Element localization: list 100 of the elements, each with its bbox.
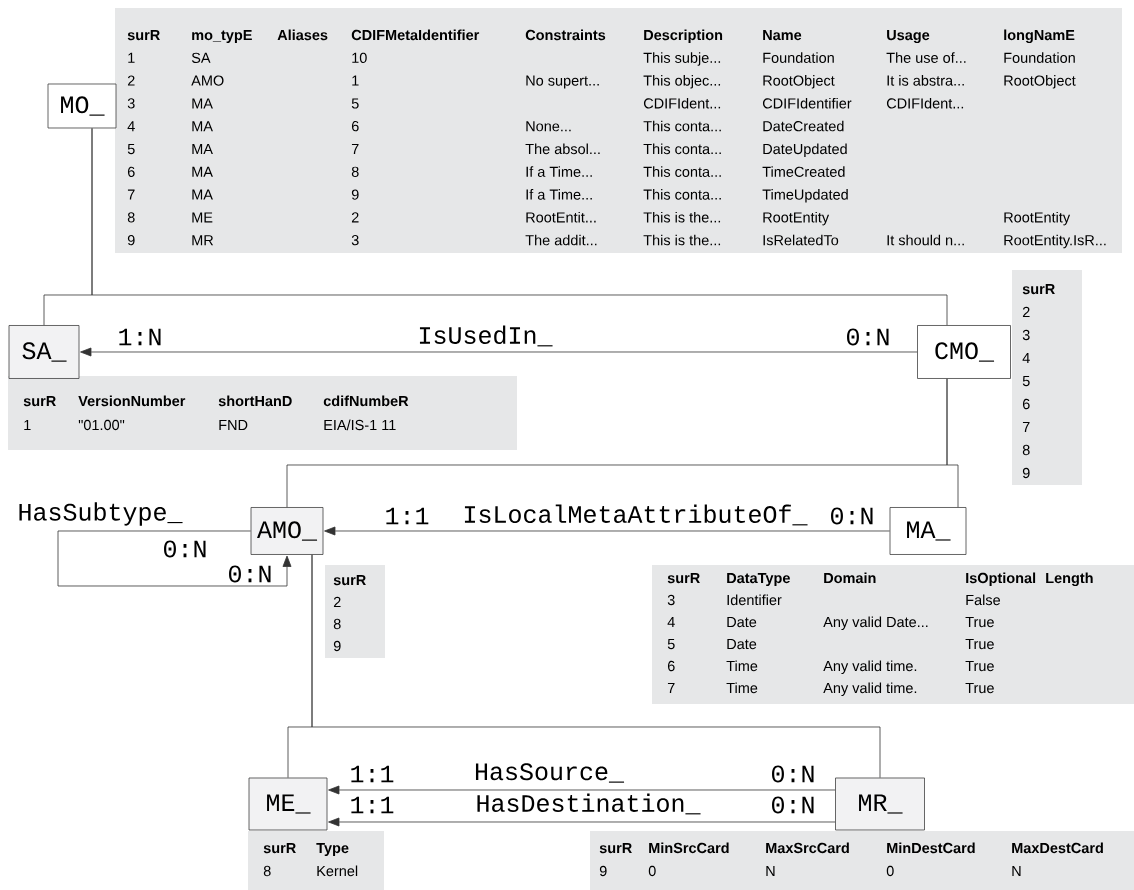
table-entry: 2 bbox=[127, 75, 135, 86]
entity-box: AMO_ bbox=[250, 507, 324, 555]
cardinality-label: 0:N bbox=[229, 565, 271, 583]
cardinality-label: 0:N bbox=[831, 507, 873, 525]
table-entry: 2 bbox=[333, 596, 341, 607]
table-entry: 4 bbox=[127, 121, 135, 132]
table-entry: 5 bbox=[667, 639, 675, 650]
table-entry: This conta... bbox=[643, 120, 721, 132]
relationship-arrow bbox=[80, 347, 918, 357]
table-entry: FND bbox=[219, 420, 248, 430]
column-header: Aliases bbox=[277, 29, 328, 41]
table-entry: Time bbox=[726, 660, 758, 672]
table-entry: EIA/IS-1 11 bbox=[324, 419, 396, 431]
table-entry: 8 bbox=[263, 865, 271, 877]
table-entry: 4 bbox=[667, 617, 675, 627]
table-entry: 8 bbox=[127, 212, 135, 223]
column-header: Usage bbox=[887, 30, 930, 44]
cardinality-label: 0:N bbox=[847, 328, 889, 346]
cardinality-label: 0:N bbox=[772, 765, 814, 783]
cardinality-label: 0:N bbox=[772, 796, 814, 814]
table-entry: Date bbox=[727, 639, 757, 650]
table-entry: Any valid time. bbox=[823, 660, 917, 674]
table-entry: None... bbox=[526, 121, 571, 132]
table-entry: 8 bbox=[333, 618, 341, 630]
table-entry: TimeCreated bbox=[762, 166, 845, 177]
table-entry: Foundation bbox=[763, 52, 834, 63]
column-header: surR bbox=[1022, 284, 1055, 295]
table-entry: Date bbox=[727, 617, 757, 628]
column-header: MaxDestCard bbox=[1012, 842, 1103, 854]
column-header: MinSrcCard bbox=[649, 842, 729, 854]
table-entry: 3 bbox=[667, 594, 675, 606]
table-entry: RootEntity bbox=[1004, 211, 1071, 226]
entity-box: MA_ bbox=[889, 507, 967, 555]
entity-box: MR_ bbox=[835, 777, 925, 831]
relationship-arrow bbox=[328, 785, 836, 795]
column-header: VersionNumber bbox=[78, 395, 186, 407]
table-entry: 7 bbox=[1022, 422, 1030, 432]
table-entry: This conta... bbox=[643, 189, 721, 200]
table-entry: No supert... bbox=[526, 75, 599, 89]
table-entry: SA bbox=[191, 52, 211, 63]
table-entry: The absol... bbox=[525, 143, 600, 155]
table-entry: 9 bbox=[351, 189, 359, 200]
table-entry: MA bbox=[192, 98, 213, 109]
table-entry: True bbox=[965, 683, 994, 694]
table-entry: 7 bbox=[351, 144, 359, 154]
relationship-arrow bbox=[57, 530, 292, 587]
table-entry: AMO bbox=[191, 75, 224, 86]
table-entry: CDIFIdentifier bbox=[762, 97, 852, 109]
table-entry: MR bbox=[192, 235, 214, 246]
table-entry: Foundation bbox=[1004, 52, 1075, 63]
table-entry: This objec... bbox=[643, 75, 721, 89]
table-entry: 5 bbox=[351, 98, 359, 109]
column-header: Name bbox=[763, 30, 802, 41]
table-entry: This is the... bbox=[643, 234, 721, 246]
table-entry: This conta... bbox=[643, 166, 721, 177]
column-header: MinDestCard bbox=[887, 842, 975, 854]
table-entry: CDIFIdent... bbox=[886, 97, 964, 109]
table-entry: This subje... bbox=[643, 52, 721, 66]
table-entry: 9 bbox=[599, 865, 607, 877]
table-entry: 9 bbox=[333, 640, 341, 652]
cardinality-label: 1:1 bbox=[386, 507, 429, 525]
column-header: DataType bbox=[727, 573, 790, 586]
column-header: longNamE bbox=[1004, 29, 1075, 44]
connector-line bbox=[946, 378, 959, 508]
table-entry: Time bbox=[726, 682, 758, 694]
table-entry: 1 bbox=[128, 52, 135, 63]
table-entry: This is the... bbox=[643, 211, 721, 223]
table-entry: RootEntit... bbox=[526, 211, 596, 223]
table-entry: 1 bbox=[24, 420, 31, 430]
table-entry: 7 bbox=[667, 683, 675, 693]
table-entry: N bbox=[1012, 866, 1021, 876]
table-entry: IsRelatedTo bbox=[763, 234, 839, 246]
table-entry: False bbox=[966, 594, 1000, 606]
table-entry: 10 bbox=[352, 52, 367, 63]
table-entry: N bbox=[766, 866, 775, 876]
table-entry: True bbox=[965, 639, 994, 650]
table-entry: 5 bbox=[127, 144, 135, 155]
table-entry: ME bbox=[192, 212, 213, 223]
column-header: Length bbox=[1046, 572, 1093, 587]
edge-label: HasDestination_ bbox=[474, 792, 702, 816]
entity-box: CMO_ bbox=[917, 325, 1011, 379]
entity-box: SA_ bbox=[8, 325, 80, 379]
table-entry: True bbox=[965, 617, 994, 628]
table-entry: MA bbox=[192, 121, 213, 132]
table-entry: CDIFIdent... bbox=[643, 97, 721, 109]
table-entry: DateUpdated bbox=[763, 143, 847, 157]
table-entry: 9 bbox=[1022, 467, 1030, 479]
table-entry: It is abstra... bbox=[887, 75, 964, 86]
table-entry: TimeUpdated bbox=[762, 189, 848, 203]
table-entry: Any valid time. bbox=[823, 682, 917, 696]
table-entry: The use of... bbox=[886, 52, 966, 63]
table-entry: If a Time... bbox=[526, 189, 592, 200]
edge-label: HasSource_ bbox=[473, 762, 625, 784]
table-entry: RootObject bbox=[763, 75, 835, 89]
table-entry: 6 bbox=[351, 121, 359, 132]
column-header: Description bbox=[644, 29, 723, 43]
column-header: IsOptional bbox=[966, 572, 1036, 586]
cardinality-label: 0:N bbox=[164, 540, 206, 558]
table-entry: 6 bbox=[127, 166, 135, 177]
table-entry: MA bbox=[192, 189, 213, 200]
